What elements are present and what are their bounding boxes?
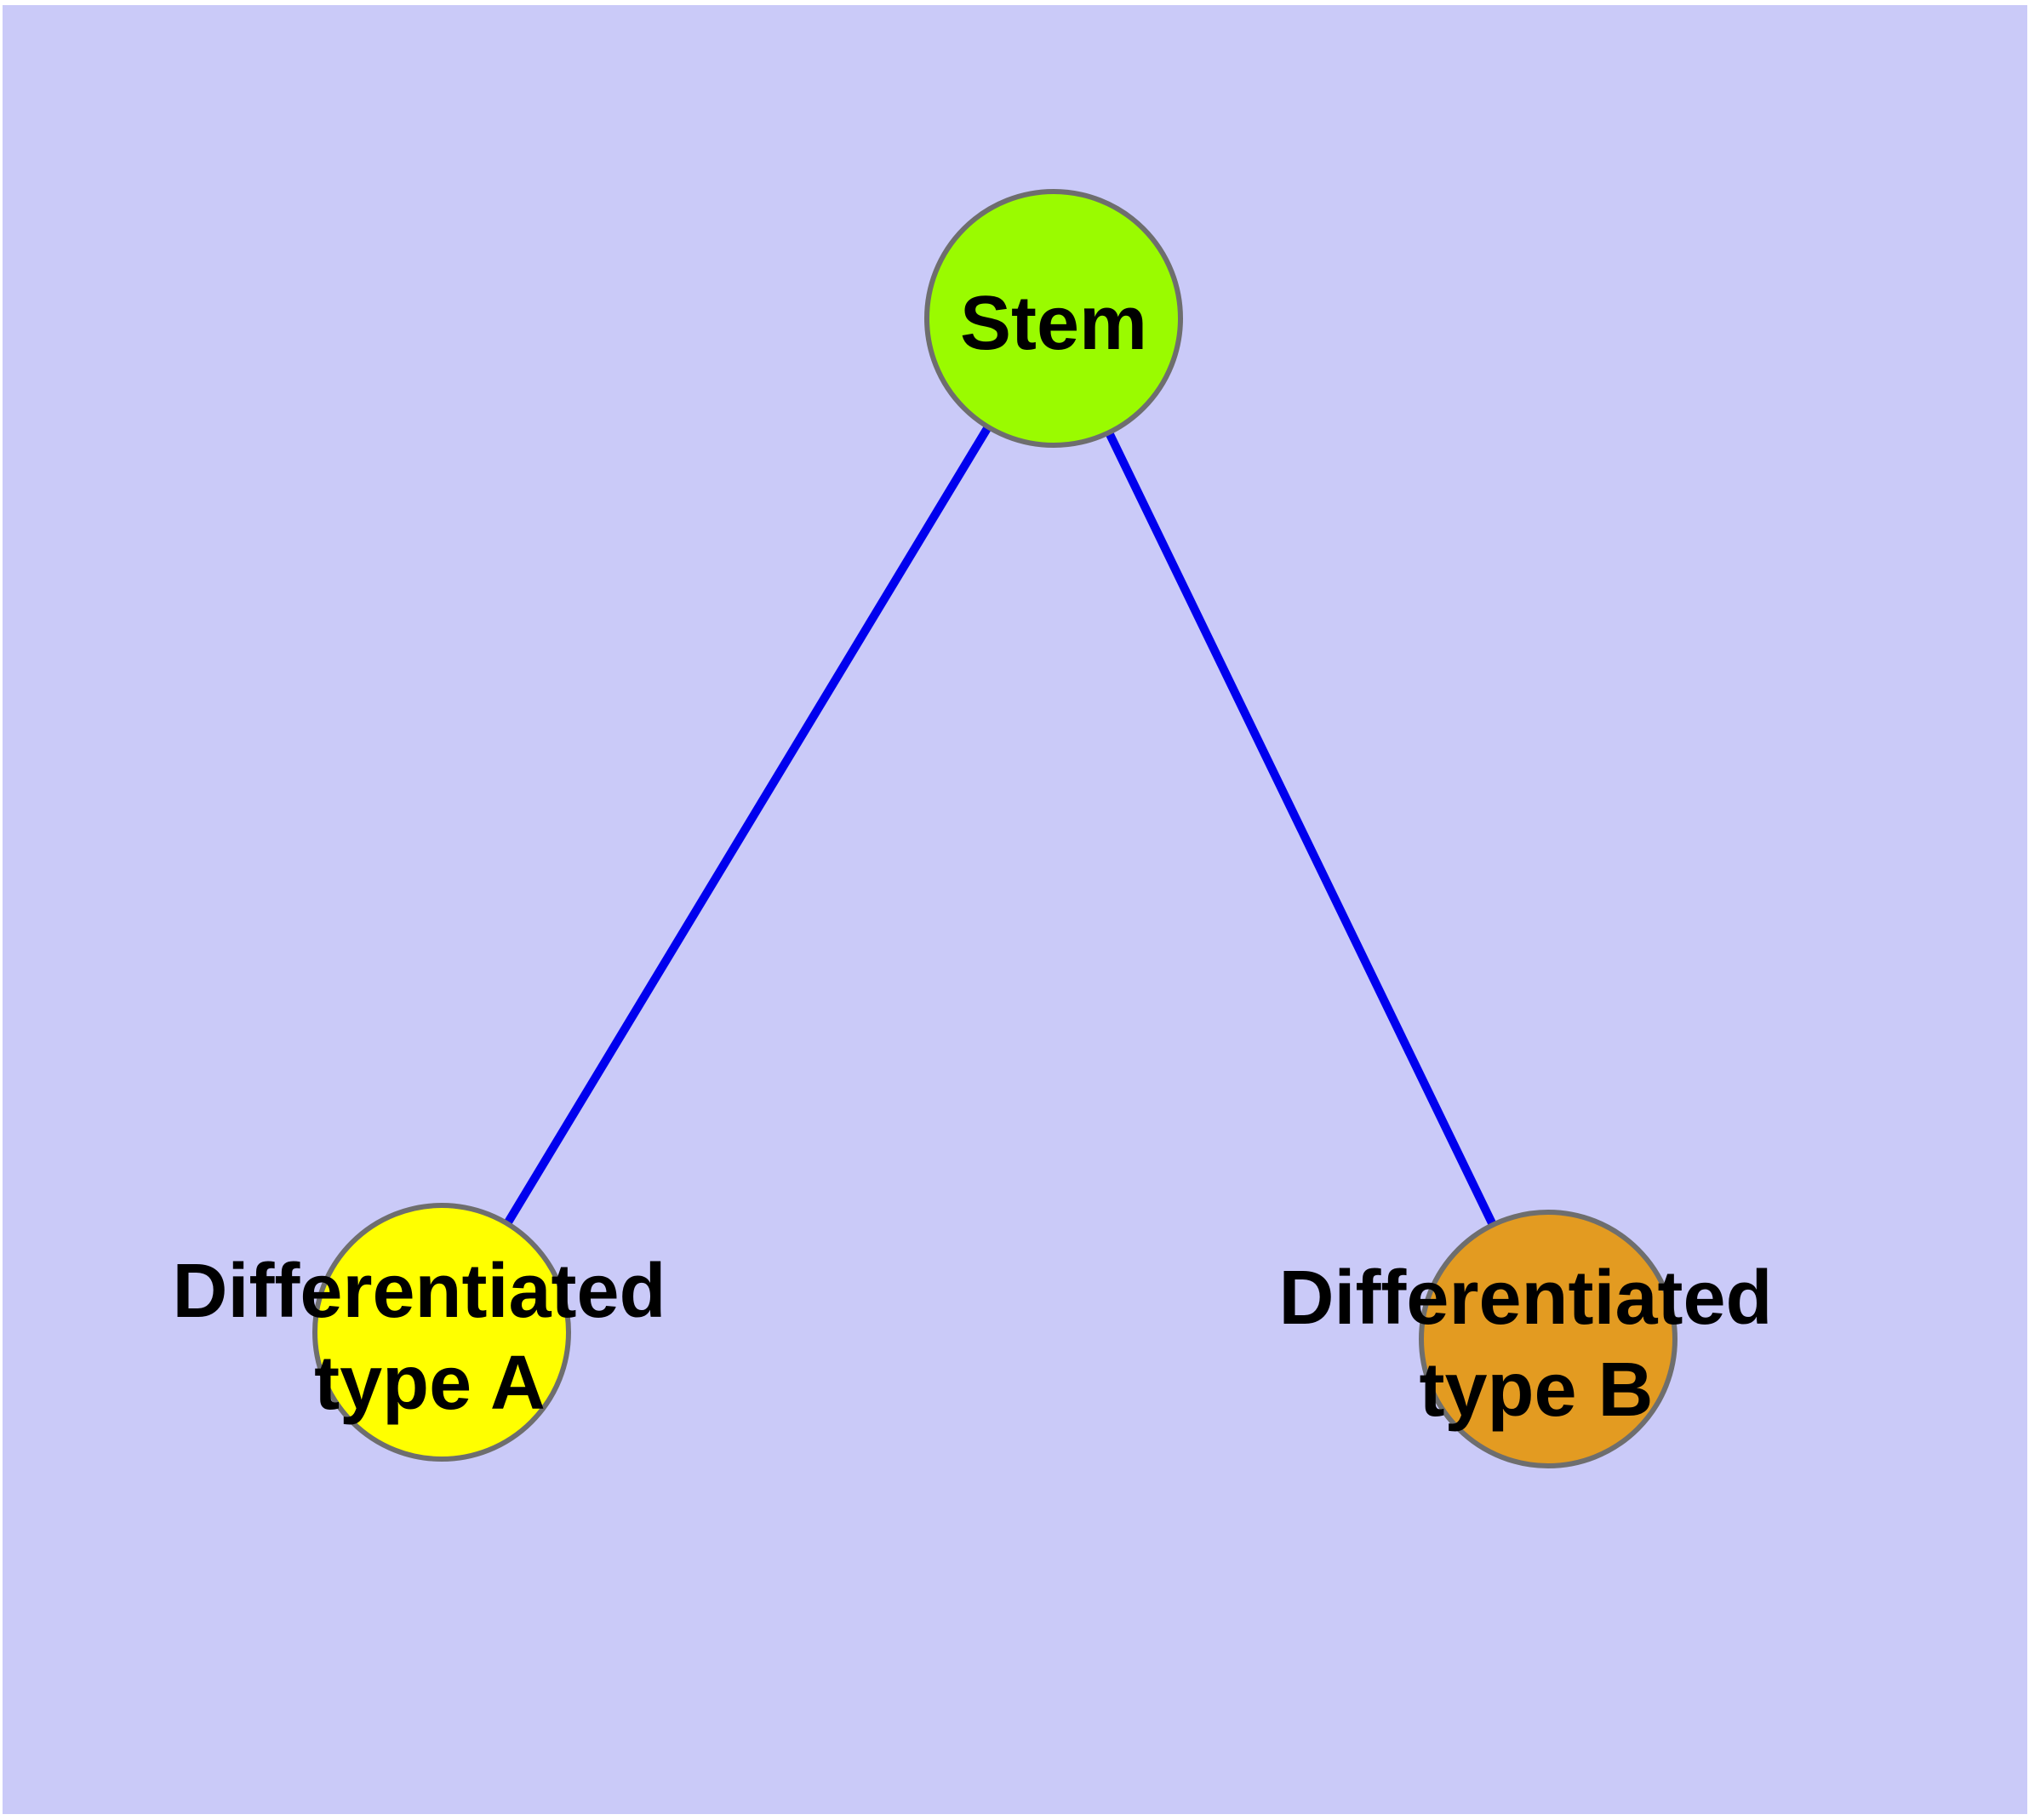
node-stem: Stem <box>924 189 1183 448</box>
node-type-b-label-line2: type B <box>1419 1348 1653 1433</box>
node-type-b-circle <box>1419 1210 1677 1468</box>
node-stem-label-line1: Stem <box>960 281 1147 366</box>
node-differentiated-type-a: Differentiated type A <box>172 1203 687 1462</box>
node-type-a-label-line1: Differentiated <box>172 1249 666 1334</box>
edge-layer <box>437 316 1552 1342</box>
edge-stem-to-type-a <box>437 316 1058 1335</box>
node-type-b-label-line1: Differentiated <box>1278 1256 1772 1341</box>
node-type-b-label: Differentiated type B <box>1278 1256 1793 1433</box>
node-differentiated-type-b: Differentiated type B <box>1278 1210 1793 1468</box>
node-stem-label: Stem <box>960 281 1147 366</box>
node-type-a-label-line2: type A <box>314 1341 546 1426</box>
node-type-a-circle <box>312 1203 571 1462</box>
edge-stem-to-type-b <box>1049 316 1552 1342</box>
node-stem-circle <box>924 189 1183 448</box>
node-type-a-label: Differentiated type A <box>172 1249 687 1426</box>
